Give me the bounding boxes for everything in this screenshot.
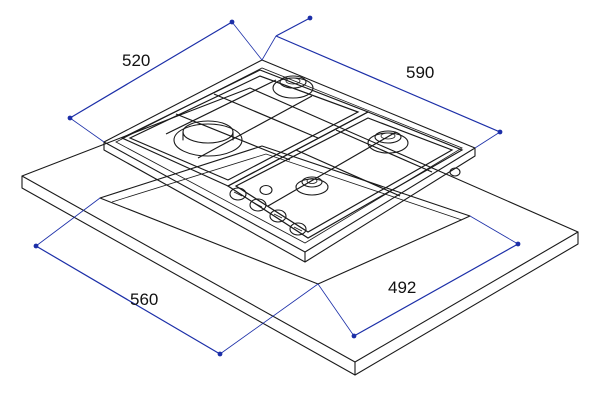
hob	[103, 59, 476, 263]
burner-rear	[272, 75, 314, 99]
pan-support-front	[226, 111, 464, 239]
countertop	[21, 87, 579, 376]
dimension-label-cutout-width: 492	[388, 278, 416, 297]
dimension-hob-width: 590	[261, 15, 503, 149]
dimension-cutout-width: 492	[317, 215, 521, 339]
dimension-cutout-depth: 560	[33, 197, 319, 357]
knob-2	[249, 198, 267, 212]
pan-support-rear	[120, 69, 370, 187]
burner-front	[295, 176, 329, 196]
knob-3	[269, 209, 287, 223]
dimension-label-hob-width: 590	[406, 63, 434, 82]
burner-large	[173, 120, 243, 157]
control-knobs	[229, 184, 307, 236]
gas-connector	[449, 167, 461, 177]
knob-1	[229, 187, 247, 201]
knob-4	[289, 222, 307, 236]
dimension-label-cutout-depth: 560	[130, 290, 158, 309]
dimension-hob-depth: 520	[67, 19, 263, 143]
knob-5	[259, 184, 273, 196]
dimension-label-hob-depth: 520	[122, 51, 150, 70]
burner-right	[367, 130, 409, 154]
